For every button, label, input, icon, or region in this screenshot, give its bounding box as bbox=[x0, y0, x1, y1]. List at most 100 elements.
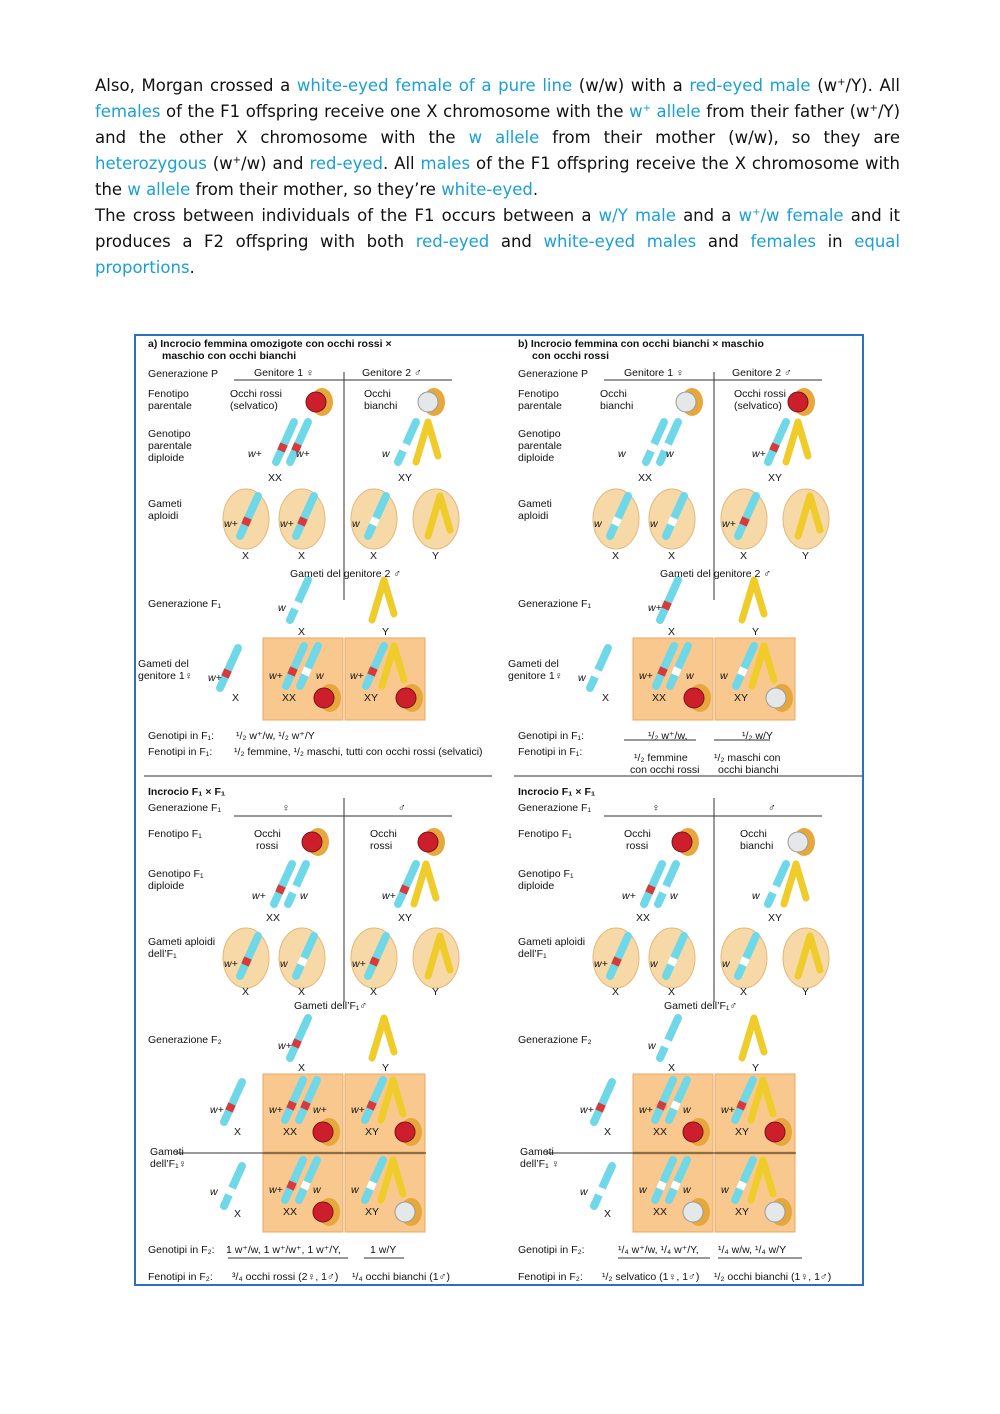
gamete-y-chromosome bbox=[424, 932, 454, 980]
cell-chromosome bbox=[731, 1156, 757, 1204]
genotypes-f1: ¹/₂ w⁺/w, ¹/₂ w⁺/Y bbox=[236, 730, 315, 742]
row-label-fenotipo: Fenotipo bbox=[518, 388, 559, 400]
allele-label: w bbox=[316, 670, 324, 682]
x-label: X bbox=[232, 692, 240, 704]
panel-title: b) Incrocio femmina con occhi bianchi × … bbox=[518, 338, 764, 350]
row-label-dell-f1: dell’F₁ bbox=[148, 948, 177, 960]
phenotypes-f2: ¹/₂ selvatico (1♀, 1♂) bbox=[602, 1271, 700, 1283]
male-y-chromosome bbox=[780, 860, 810, 908]
x-label: X bbox=[604, 1208, 612, 1220]
parent2-phenotype-2: (selvatico) bbox=[734, 400, 782, 412]
gamete-chromosome bbox=[606, 932, 632, 980]
allele-label: w+ bbox=[252, 890, 266, 902]
genotypes-f2: 1 w⁺/w, 1 w⁺/w⁺, 1 w⁺/Y, bbox=[226, 1244, 341, 1256]
gamete-label: X bbox=[370, 986, 378, 998]
row-label-gameti-f1: Gameti aploidi bbox=[148, 936, 216, 948]
female-phenotype: Occhi bbox=[254, 828, 281, 840]
row-label-genotipi-f2: Genotipi in F₂: bbox=[518, 1244, 585, 1256]
phenotypes-f1-female-2: con occhi rossi bbox=[630, 764, 700, 776]
left-x-chromosome bbox=[220, 1078, 246, 1126]
left-x-chromosome bbox=[590, 1162, 616, 1210]
allele-label: w bbox=[351, 1184, 359, 1196]
panel-title-line2: con occhi rossi bbox=[532, 350, 610, 362]
cell-y-chromosome bbox=[377, 1156, 407, 1204]
parent1-chromosome-2 bbox=[286, 418, 312, 466]
row-label-fenotipi-f1: Fenotipi in F₁: bbox=[148, 746, 213, 758]
row-label-diploide: diploide bbox=[518, 880, 555, 892]
allele-label: w bbox=[639, 1184, 647, 1196]
gamete-x-label: X bbox=[242, 550, 250, 562]
cell-eye-icon bbox=[764, 1121, 786, 1143]
female-chromosome bbox=[640, 860, 666, 908]
cell-eye-icon bbox=[394, 1201, 416, 1223]
row-label-genotipi-f1: Genotipi in F₁: bbox=[148, 730, 214, 742]
cell-chromosome bbox=[296, 642, 322, 690]
row-label-genotipi-f2: Genotipi in F₂: bbox=[148, 1244, 215, 1256]
gamete-x-label: X bbox=[668, 550, 676, 562]
parent2-eye-icon bbox=[787, 391, 809, 413]
gamete-chromosome bbox=[734, 932, 760, 980]
female-phenotype: Occhi bbox=[624, 828, 651, 840]
x-label: X bbox=[604, 1126, 612, 1138]
f2-top-x-chromosome bbox=[286, 1014, 312, 1062]
allele-label: w bbox=[683, 1184, 691, 1196]
cell-chromosome bbox=[282, 642, 308, 690]
allele-label: w+ bbox=[208, 672, 222, 684]
row-label-gen-f1: Generazione F₁ bbox=[518, 802, 591, 814]
cell-eye-icon bbox=[312, 1121, 334, 1143]
x-label: X bbox=[298, 1062, 306, 1074]
row-label-gameti-f1: Gameti aploidi bbox=[518, 936, 586, 948]
female-eye-icon bbox=[671, 831, 693, 853]
genotype-xy: XY bbox=[365, 1206, 380, 1218]
parent1-label: Genitore 1 ♀ bbox=[624, 367, 684, 379]
male-phenotype: Occhi bbox=[740, 828, 767, 840]
cell-chromosome bbox=[651, 1076, 677, 1124]
gametes-parent1-label-2: genitore 1♀ bbox=[508, 670, 563, 682]
gamete-y-chromosome bbox=[424, 492, 454, 540]
parent1-chromosome-1 bbox=[642, 418, 668, 466]
phenotypes-f2-b: ¹/₂ occhi bianchi (1♀, 1♂) bbox=[714, 1271, 832, 1283]
allele-label: w+ bbox=[722, 518, 736, 530]
row-label-fenotipo-f1: Fenotipo F₁ bbox=[148, 828, 202, 840]
parent2-phenotype: Occhi bbox=[364, 388, 391, 400]
f2-paragraph: The cross between individuals of the F1 … bbox=[95, 206, 900, 277]
row-label-gameti: Gameti bbox=[148, 498, 182, 510]
gamete-chromosome bbox=[236, 492, 262, 540]
x-label: X bbox=[668, 1062, 676, 1074]
allele-label: w+ bbox=[296, 448, 310, 460]
allele-label: w+ bbox=[382, 890, 396, 902]
parent1-chromosome-1 bbox=[272, 418, 298, 466]
row-label-genotipo-f1: Genotipo F₁ bbox=[518, 868, 574, 880]
allele-label: w bbox=[648, 1040, 656, 1052]
left-x-chromosome bbox=[216, 644, 242, 692]
allele-label: w+ bbox=[280, 518, 294, 530]
cell-y-chromosome bbox=[378, 642, 408, 690]
genotype-xx: XX bbox=[283, 1126, 298, 1138]
cell-chromosome bbox=[651, 1156, 677, 1204]
genetics-figure: a) Incrocio femmina omozigote con occhi … bbox=[134, 334, 864, 1286]
male-phenotype-2: rossi bbox=[370, 840, 393, 852]
allele-label: w bbox=[683, 1104, 691, 1116]
male-phenotype-2: bianchi bbox=[740, 840, 774, 852]
cell-chromosome bbox=[362, 642, 388, 690]
phenotypes-f1-male-2: occhi bianchi bbox=[718, 764, 779, 776]
allele-label: w+ bbox=[648, 602, 662, 614]
allele-label: w+ bbox=[639, 1104, 653, 1116]
genotypes-f1-female: ¹/₂ w⁺/w, bbox=[648, 730, 688, 742]
cell-chromosome bbox=[361, 1156, 387, 1204]
female-chromosome bbox=[654, 860, 680, 908]
gametes-parent2-label: Gameti del genitore 2 ♂ bbox=[290, 568, 402, 580]
gamete-label: X bbox=[612, 986, 620, 998]
row-label-aploidi: aploidi bbox=[148, 510, 179, 522]
allele-label: w+ bbox=[639, 670, 653, 682]
allele-label: w+ bbox=[721, 1104, 735, 1116]
allele-label: w+ bbox=[351, 1104, 365, 1116]
allele-label: w bbox=[721, 1184, 729, 1196]
allele-label: w bbox=[278, 602, 286, 614]
row-label-fenotipi-f2: Fenotipi in F₂: bbox=[518, 1271, 583, 1283]
y-label: Y bbox=[382, 1062, 390, 1074]
gamete-label: Y bbox=[432, 986, 440, 998]
parent1-phenotype: Occhi bbox=[600, 388, 627, 400]
parent1-phenotype: Occhi rossi bbox=[230, 388, 282, 400]
gamete-chromosome bbox=[292, 492, 318, 540]
